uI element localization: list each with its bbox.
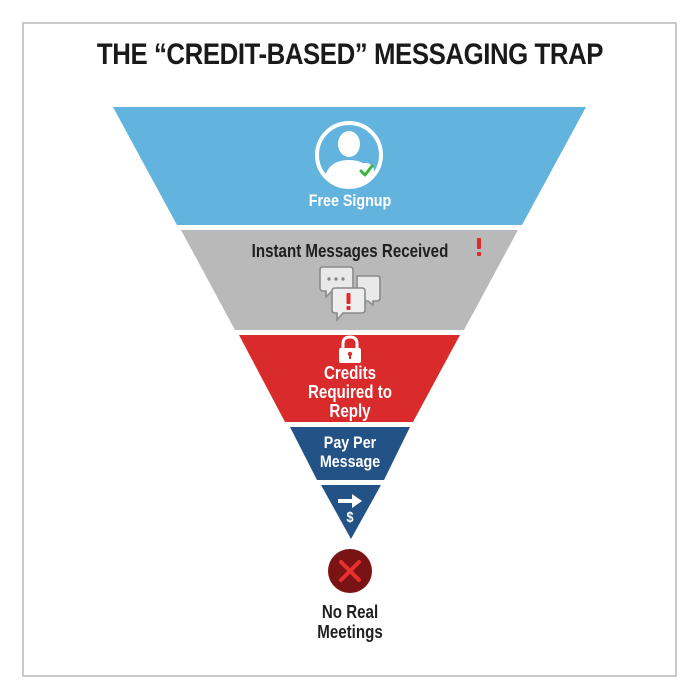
x-circle-icon [328, 549, 372, 593]
stage-label-line: Credits [323, 363, 377, 383]
frame-border [22, 22, 677, 677]
funnel-stage-payment-tip [321, 485, 381, 539]
lock-icon [339, 335, 361, 363]
outcome-label: No Real Meetings [283, 602, 417, 642]
arrow-right-icon [338, 494, 362, 508]
stage-label-instant-messages: Instant Messages Received [251, 241, 449, 261]
outcome-label-line: No Real [321, 602, 379, 622]
page-title: THE “CREDIT-BASED” MESSAGING TRAP [96, 38, 604, 71]
user-check-icon [315, 121, 383, 189]
stage-label-line: Message [319, 452, 381, 471]
stage-label-free-signup: Free Signup [308, 191, 392, 210]
stage-label-line: Reply [329, 401, 371, 421]
outcome-label-line: Meetings [317, 622, 383, 642]
dollar-icon: $ [346, 509, 354, 526]
chat-alert-icon [319, 266, 381, 323]
funnel-stage-credits-required [239, 335, 460, 422]
stage-label-line: Required to [307, 382, 392, 402]
stage-label-line: Pay Per [323, 433, 377, 452]
stage-label-pay-per-message: Pay Per Message [283, 433, 417, 471]
alert-icon [477, 238, 481, 256]
funnel-stage-pay-per-message [290, 427, 410, 480]
stage-label-credits-required: Credits Required to Reply [266, 364, 434, 421]
